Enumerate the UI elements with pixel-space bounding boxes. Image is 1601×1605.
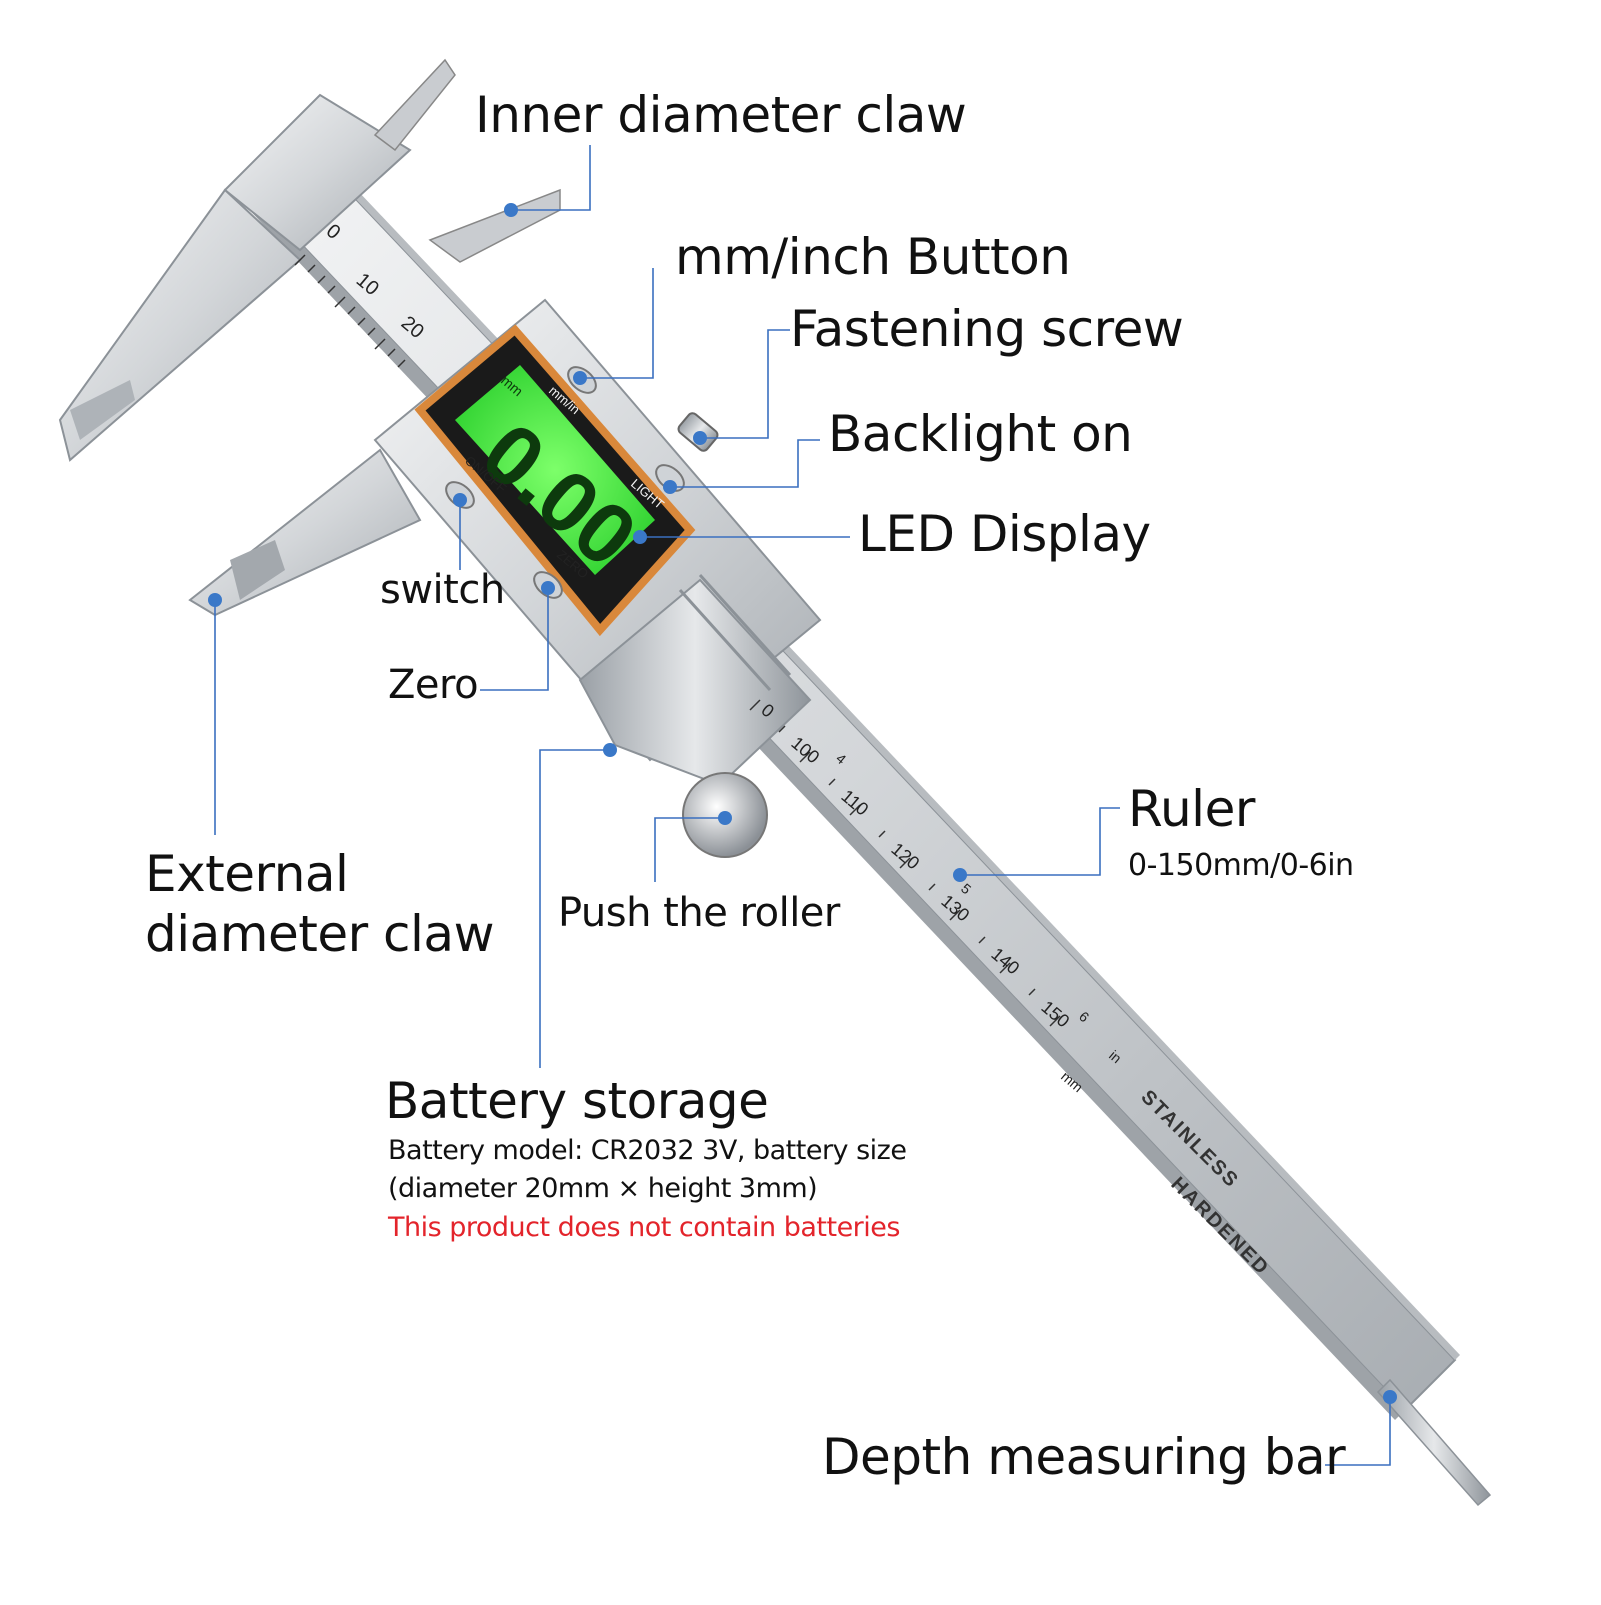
label-switch: switch — [380, 567, 505, 613]
dot-external-claw — [208, 593, 222, 607]
dot-led-display — [633, 530, 647, 544]
label-fastening-screw: Fastening screw — [790, 300, 1184, 358]
dot-battery — [603, 743, 617, 757]
dot-ruler — [953, 868, 967, 882]
dot-mm-inch — [573, 371, 587, 385]
label-depth-measuring-bar: Depth measuring bar — [822, 1428, 1346, 1486]
dot-zero — [541, 581, 555, 595]
label-push-roller: Push the roller — [558, 890, 840, 936]
lcd-display — [414, 324, 696, 637]
label-external-claw-line2: diameter claw — [145, 905, 494, 963]
dot-roller — [718, 811, 732, 825]
label-backlight-on: Backlight on — [828, 405, 1133, 463]
label-external-claw-line1: External — [145, 845, 349, 903]
callout-lines — [214, 145, 1391, 1466]
lower-scale — [749, 699, 1061, 1027]
callout-dots — [208, 203, 1397, 1404]
label-battery-storage: Battery storage — [385, 1072, 769, 1130]
label-led-display: LED Display — [858, 505, 1151, 563]
dot-switch — [453, 493, 467, 507]
upper-scale — [294, 254, 406, 368]
label-inner-diameter-claw: Inner diameter claw — [475, 86, 967, 144]
dot-depth-bar — [1383, 1390, 1397, 1404]
label-mm-inch-button: mm/inch Button — [675, 228, 1071, 286]
label-ruler: Ruler — [1128, 780, 1255, 838]
battery-model-line: Battery model: CR2032 3V, battery size — [388, 1135, 907, 1166]
dot-inner-claw — [504, 203, 518, 217]
dot-fastening-screw — [693, 431, 707, 445]
fixed-jaw — [58, 58, 561, 462]
label-zero: Zero — [388, 662, 479, 708]
label-ruler-range: 0-150mm/0-6in — [1128, 848, 1354, 883]
battery-size-line: (diameter 20mm × height 3mm) — [388, 1173, 818, 1204]
depth-bar — [1376, 1378, 1492, 1507]
battery-warning: This product does not contain batteries — [388, 1212, 900, 1243]
dot-backlight — [663, 480, 677, 494]
